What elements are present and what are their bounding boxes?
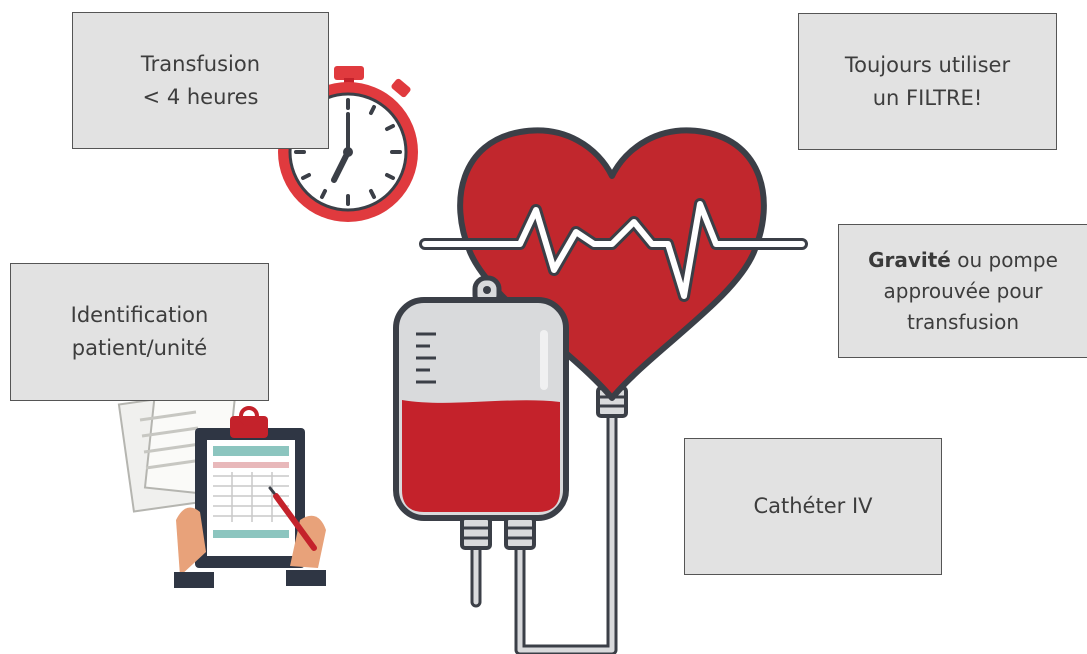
identification-line-2: patient/unité	[71, 336, 208, 360]
transfusion-title: Transfusion	[140, 51, 261, 76]
filter-box: Toujours utiliser un FILTRE!	[798, 13, 1057, 150]
catheter-label: Cathéter IV	[753, 494, 873, 519]
filter-line-1: Toujours utiliser	[844, 52, 1011, 77]
clipboard-icon	[195, 406, 305, 568]
gravity-line-3: transfusion	[906, 309, 1020, 334]
catheter-box: Cathéter IV	[684, 438, 942, 575]
transfusion-duration: < 4 heures	[142, 84, 259, 109]
identification-line-1: Identification	[70, 303, 209, 328]
identification-box: Identification patient/unité	[10, 263, 269, 401]
blood-bag-icon	[393, 275, 569, 550]
iv-tube-icon	[470, 386, 628, 654]
heartbeat-line-icon	[419, 198, 808, 302]
gravity-line-2: approuvée pour	[883, 278, 1043, 303]
gravity-rest: ou pompe	[950, 247, 1058, 272]
transfusion-time-box: Transfusion < 4 heures	[72, 12, 329, 149]
gravity-line-1: Gravité ou pompe	[868, 245, 1058, 276]
documents-icon	[117, 386, 237, 513]
heart-icon	[457, 127, 767, 401]
gravity-pump-box: Gravité ou pompe approuvée pour transfus…	[838, 224, 1087, 358]
pen-icon	[268, 486, 317, 551]
filter-line-2: un FILTRE!	[872, 85, 983, 110]
gravity-bold: Gravité	[868, 247, 951, 272]
